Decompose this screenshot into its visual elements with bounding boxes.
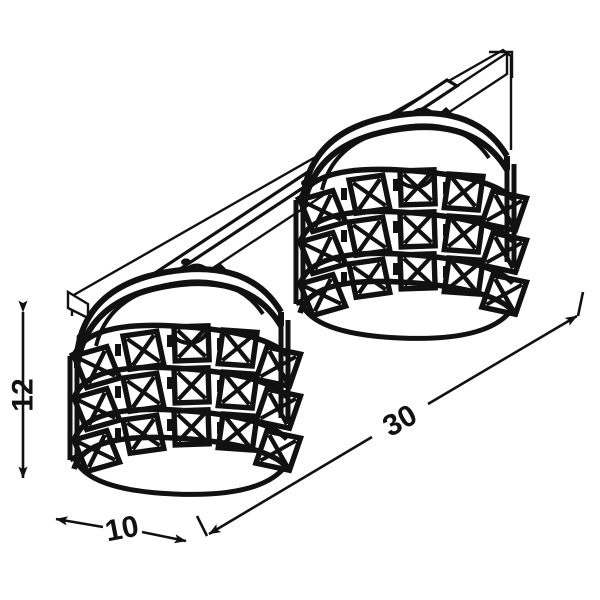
dimension-extension-30-right bbox=[576, 291, 585, 317]
dimension-label-10: 10 bbox=[102, 510, 141, 549]
dimension-line-10-right bbox=[141, 530, 187, 544]
dimension-label-12: 12 bbox=[7, 378, 40, 411]
shade-right-bottom-rim bbox=[297, 299, 516, 341]
dimension-line-30-left bbox=[208, 435, 373, 536]
shade-left-connector-tabs bbox=[115, 335, 223, 440]
dimension-line-30-right bbox=[427, 314, 578, 406]
shade-right-connector-tabs bbox=[341, 179, 449, 284]
rail-screw-stud-left bbox=[181, 258, 191, 266]
shade-right-rings bbox=[297, 166, 516, 314]
shade-left-bottom-rim bbox=[71, 455, 290, 497]
shade-left-rings bbox=[71, 322, 290, 470]
dimension-height-12: 12 bbox=[7, 300, 40, 479]
dimension-depth-10: 10 bbox=[55, 510, 187, 549]
dimension-line-10-left bbox=[55, 516, 104, 529]
shade-left bbox=[67, 262, 301, 497]
shade-right bbox=[293, 106, 527, 341]
dimension-extension-30-left bbox=[195, 515, 209, 537]
